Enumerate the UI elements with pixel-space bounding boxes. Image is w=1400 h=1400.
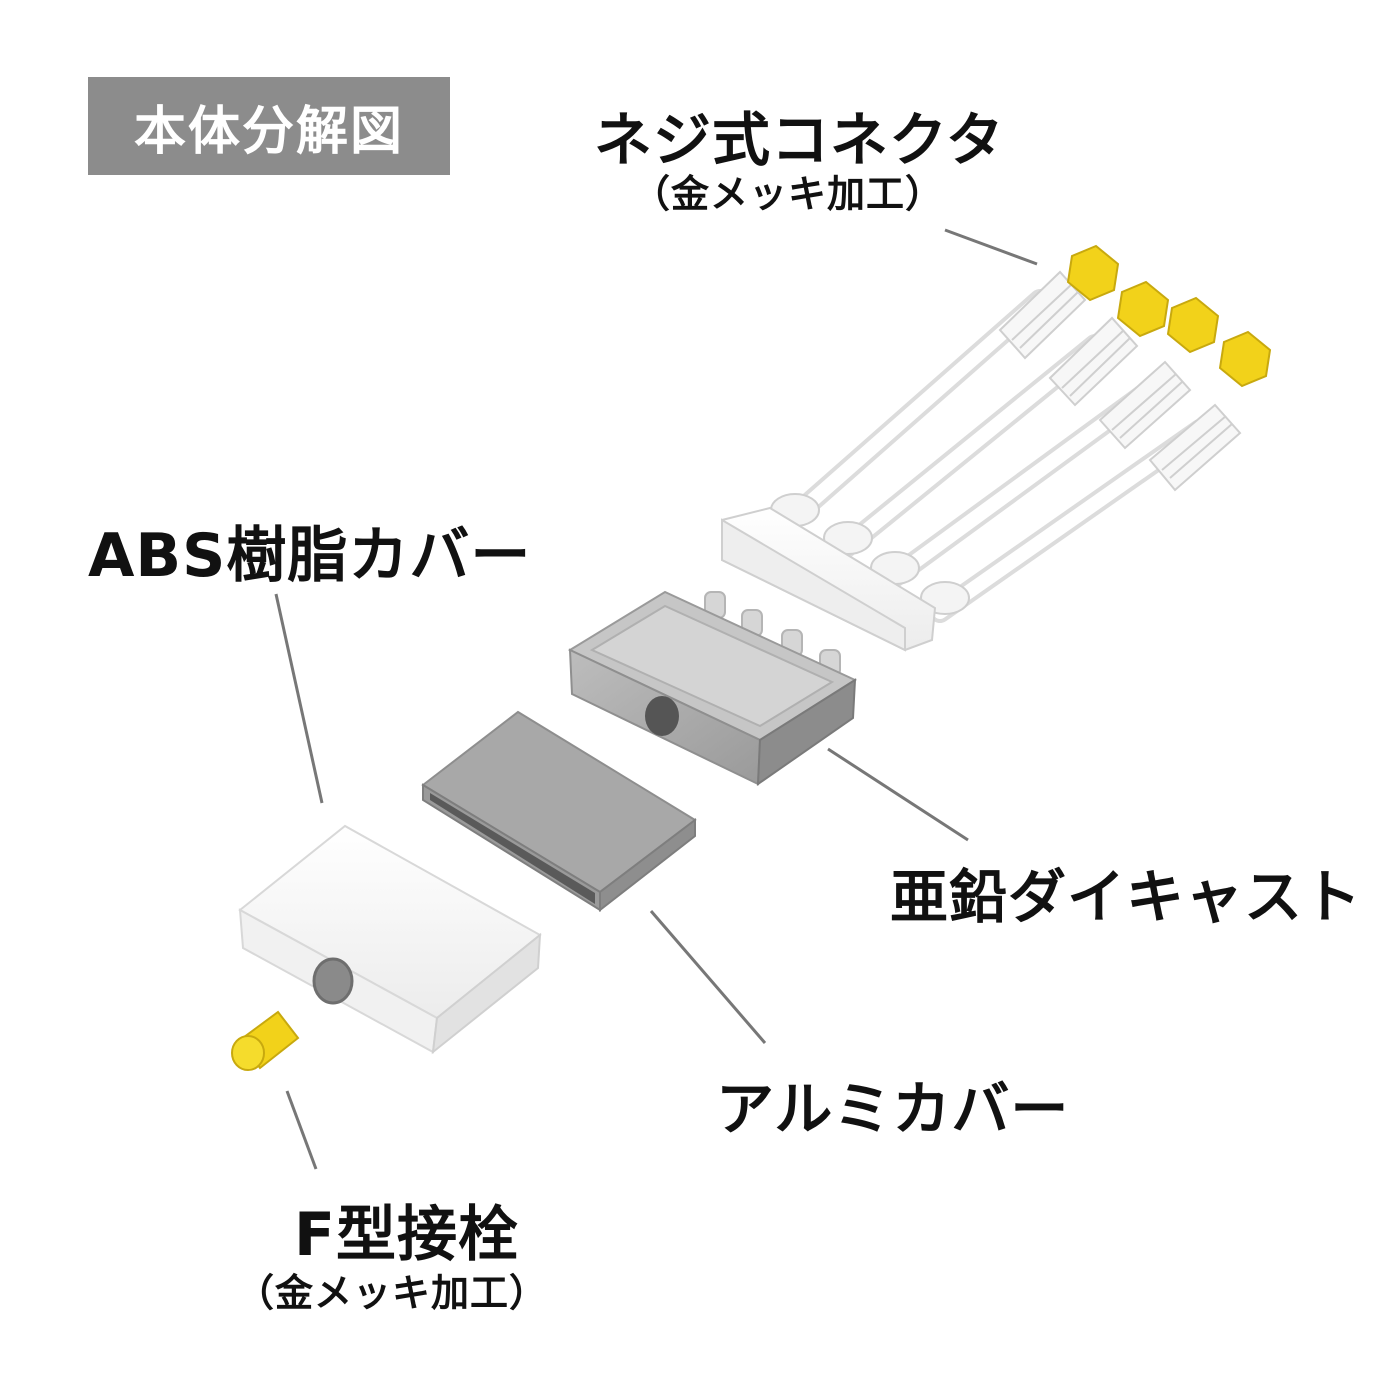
leader-aluminum-cover (649, 910, 767, 1044)
label-abs-cover: ABS樹脂カバー (88, 521, 532, 591)
screw-connector-1 (1066, 244, 1120, 302)
label-screw-connector: ネジ式コネクタ (594, 106, 1005, 174)
screw-connector-4 (1218, 330, 1272, 388)
f-plug-part (231, 1010, 300, 1071)
label-f-plug: F型接栓 (294, 1200, 519, 1270)
leader-f-plug (285, 1090, 318, 1170)
diagram-title: 本体分解図 (88, 77, 450, 175)
abs-cover-part (238, 824, 542, 1055)
aluminum-cover-part (421, 710, 697, 913)
label-zinc-diecast: 亜鉛ダイキャスト (890, 863, 1363, 931)
screw-connector-2 (1116, 280, 1170, 338)
leader-lines (274, 228, 1038, 1170)
leader-abs-cover (274, 593, 324, 804)
label-f-plug-note: （金メッキ加工） (236, 1271, 549, 1315)
diecast-hole (645, 696, 679, 736)
splitter-cable-assembly (721, 244, 1272, 652)
abs-cover-hole (312, 957, 354, 1005)
screw-connector-3 (1166, 296, 1220, 354)
gold-screw-connectors (1066, 244, 1272, 388)
zinc-diecast-part (567, 590, 858, 786)
leader-zinc-diecast (827, 747, 969, 842)
leader-screw-connector (944, 228, 1038, 266)
label-aluminum-cover: アルミカバー (716, 1075, 1070, 1143)
label-screw-connector-note: （金メッキ加工） (632, 172, 945, 216)
